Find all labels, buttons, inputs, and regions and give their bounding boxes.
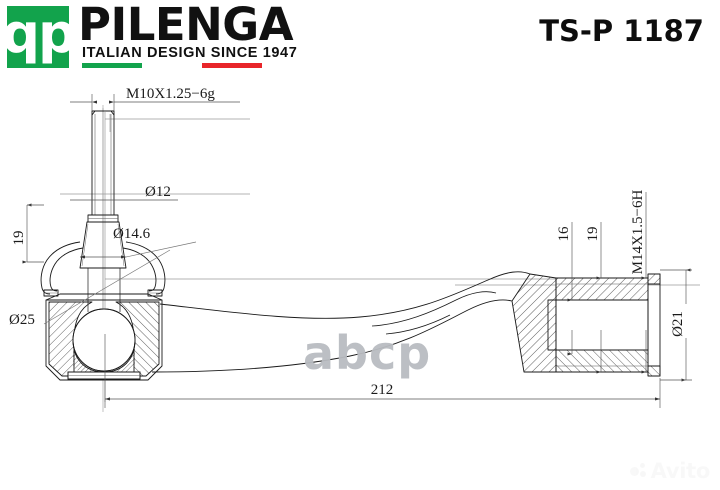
label-socket-inner: 16: [556, 226, 572, 242]
threaded-socket: [511, 273, 661, 377]
dim-overall-length: [104, 334, 661, 408]
brand-logo-icon: qp: [1, 6, 77, 68]
brand-name: PILENGA: [78, 0, 294, 51]
avito-dots-icon: [629, 462, 647, 480]
brand-logo-letters: qp: [1, 2, 76, 65]
ball-sphere: [67, 268, 141, 380]
dim-stud-thread: [70, 94, 240, 111]
dim-socket-diameter: [660, 268, 692, 382]
dim-housing-height: [22, 203, 44, 264]
dim-boot-lower: [80, 241, 197, 259]
stud-taper-section: [79, 221, 127, 269]
label-boot-lower: Ø14.6: [113, 226, 151, 242]
label-socket-thread: M14X1.5−6H: [630, 189, 646, 274]
watermark-avito-text: Avito: [650, 459, 711, 483]
flag-stripe-white: [142, 63, 202, 68]
label-socket-outer: 19: [585, 227, 601, 242]
brand-tagline: ITALIAN DESIGN SINCE 1947: [82, 45, 298, 61]
label-housing-diameter: Ø25: [9, 312, 35, 328]
technical-drawing: M10X1.25−6g Ø12 Ø14.6 19 Ø25 16 19 M14X1…: [0, 72, 720, 490]
page-header: qp PILENGA ITALIAN DESIGN SINCE 1947 TS-…: [0, 0, 720, 72]
label-boot-upper: Ø12: [145, 184, 171, 200]
dim-housing-diameter: [43, 249, 171, 325]
flag-stripe-green: [82, 63, 142, 68]
label-socket-diameter: Ø21: [670, 311, 686, 337]
watermark-abcp: abcp: [303, 326, 432, 380]
label-stud-thread: M10X1.25−6g: [126, 86, 215, 102]
watermark-avito: Avito: [629, 459, 711, 483]
part-number: TS-P 1187: [539, 14, 704, 48]
flag-stripe-red: [202, 63, 262, 68]
label-housing-height: 19: [11, 231, 27, 246]
drawing-canvas: M10X1.25−6g Ø12 Ø14.6 19 Ø25 16 19 M14X1…: [9, 86, 700, 412]
tie-rod-arm: [151, 271, 531, 373]
label-overall-length: 212: [371, 382, 394, 398]
ball-joint-housing: [45, 293, 163, 381]
